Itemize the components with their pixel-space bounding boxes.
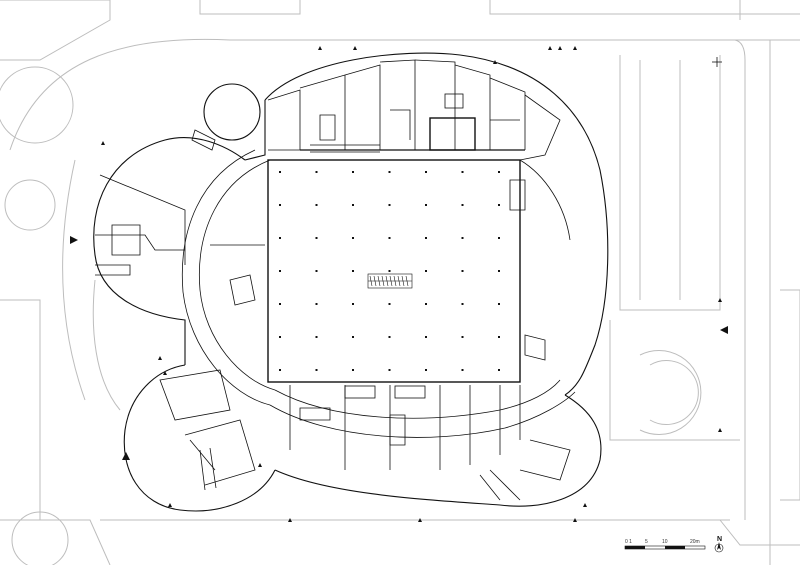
column	[425, 270, 427, 272]
north-label: N	[717, 536, 722, 543]
boundary-tick	[318, 46, 322, 50]
column	[279, 204, 281, 206]
column	[461, 204, 464, 206]
north-shops	[267, 59, 561, 161]
north-arrow-icon: N	[714, 536, 724, 553]
column	[279, 270, 281, 272]
boundary-tick	[558, 46, 562, 50]
column	[352, 270, 354, 272]
column	[498, 336, 500, 338]
column	[498, 270, 500, 272]
column	[388, 303, 391, 305]
east-wing	[509, 179, 546, 361]
boundary-tick	[258, 463, 262, 467]
south-shops	[289, 385, 571, 501]
boundary-tick	[418, 518, 422, 522]
ring-corridor	[181, 149, 576, 438]
column	[498, 303, 500, 305]
column	[461, 270, 464, 272]
column	[388, 204, 391, 206]
scale-bar: 0 1 5 10 20m	[624, 539, 706, 550]
column	[461, 171, 464, 173]
column	[425, 171, 427, 173]
column	[388, 336, 391, 338]
boundary-tick	[101, 141, 105, 145]
entrance-arrow-icon	[720, 326, 728, 334]
column	[425, 336, 427, 338]
central-hall	[267, 159, 521, 383]
column	[461, 303, 464, 305]
column	[425, 369, 427, 371]
boundary-tick	[158, 356, 162, 360]
entrance-arrow-icon	[122, 452, 130, 460]
compass-cross-icon	[712, 57, 722, 67]
escalator	[367, 273, 413, 289]
column	[315, 171, 318, 173]
column	[498, 237, 500, 239]
column	[498, 204, 500, 206]
column	[498, 171, 500, 173]
column	[315, 204, 318, 206]
entrance-arrows	[70, 236, 728, 460]
scale-label-10: 10	[662, 539, 668, 545]
column	[315, 369, 318, 371]
column	[279, 171, 281, 173]
boundary-tick	[493, 60, 497, 64]
column	[388, 237, 391, 239]
column	[425, 204, 427, 206]
boundary-tick	[168, 503, 172, 507]
column-grid	[279, 171, 500, 371]
column	[279, 336, 281, 338]
southwest-wing	[159, 369, 256, 491]
scale-label-5: 5	[645, 539, 648, 545]
boundary-tick	[163, 371, 167, 375]
column	[315, 303, 318, 305]
boundary-tick	[288, 518, 292, 522]
boundary-tick	[573, 518, 577, 522]
scale-label-20: 20m	[690, 539, 700, 545]
column	[461, 237, 464, 239]
column	[279, 303, 281, 305]
boundary-marks	[101, 46, 722, 522]
column	[279, 369, 281, 371]
boundary-tick	[583, 503, 587, 507]
column	[352, 237, 354, 239]
west-wing	[95, 129, 265, 306]
boundary-tick	[353, 46, 357, 50]
column	[352, 171, 354, 173]
column	[315, 270, 318, 272]
column	[425, 303, 427, 305]
boundary-tick	[718, 428, 722, 432]
column	[352, 336, 354, 338]
boundary-tick	[573, 46, 577, 50]
boundary-tick	[718, 298, 722, 302]
column	[388, 171, 391, 173]
building-outline	[93, 52, 609, 512]
scale-label-0: 0 1	[625, 539, 632, 545]
column	[388, 369, 391, 371]
column	[315, 336, 318, 338]
column	[352, 204, 354, 206]
column	[388, 270, 391, 272]
entrance-arrow-icon	[70, 236, 78, 244]
column	[279, 237, 281, 239]
column	[461, 369, 464, 371]
boundary-tick	[548, 46, 552, 50]
column	[352, 369, 354, 371]
column	[498, 369, 500, 371]
column	[315, 237, 318, 239]
column	[461, 336, 464, 338]
column	[425, 237, 427, 239]
column	[352, 303, 354, 305]
